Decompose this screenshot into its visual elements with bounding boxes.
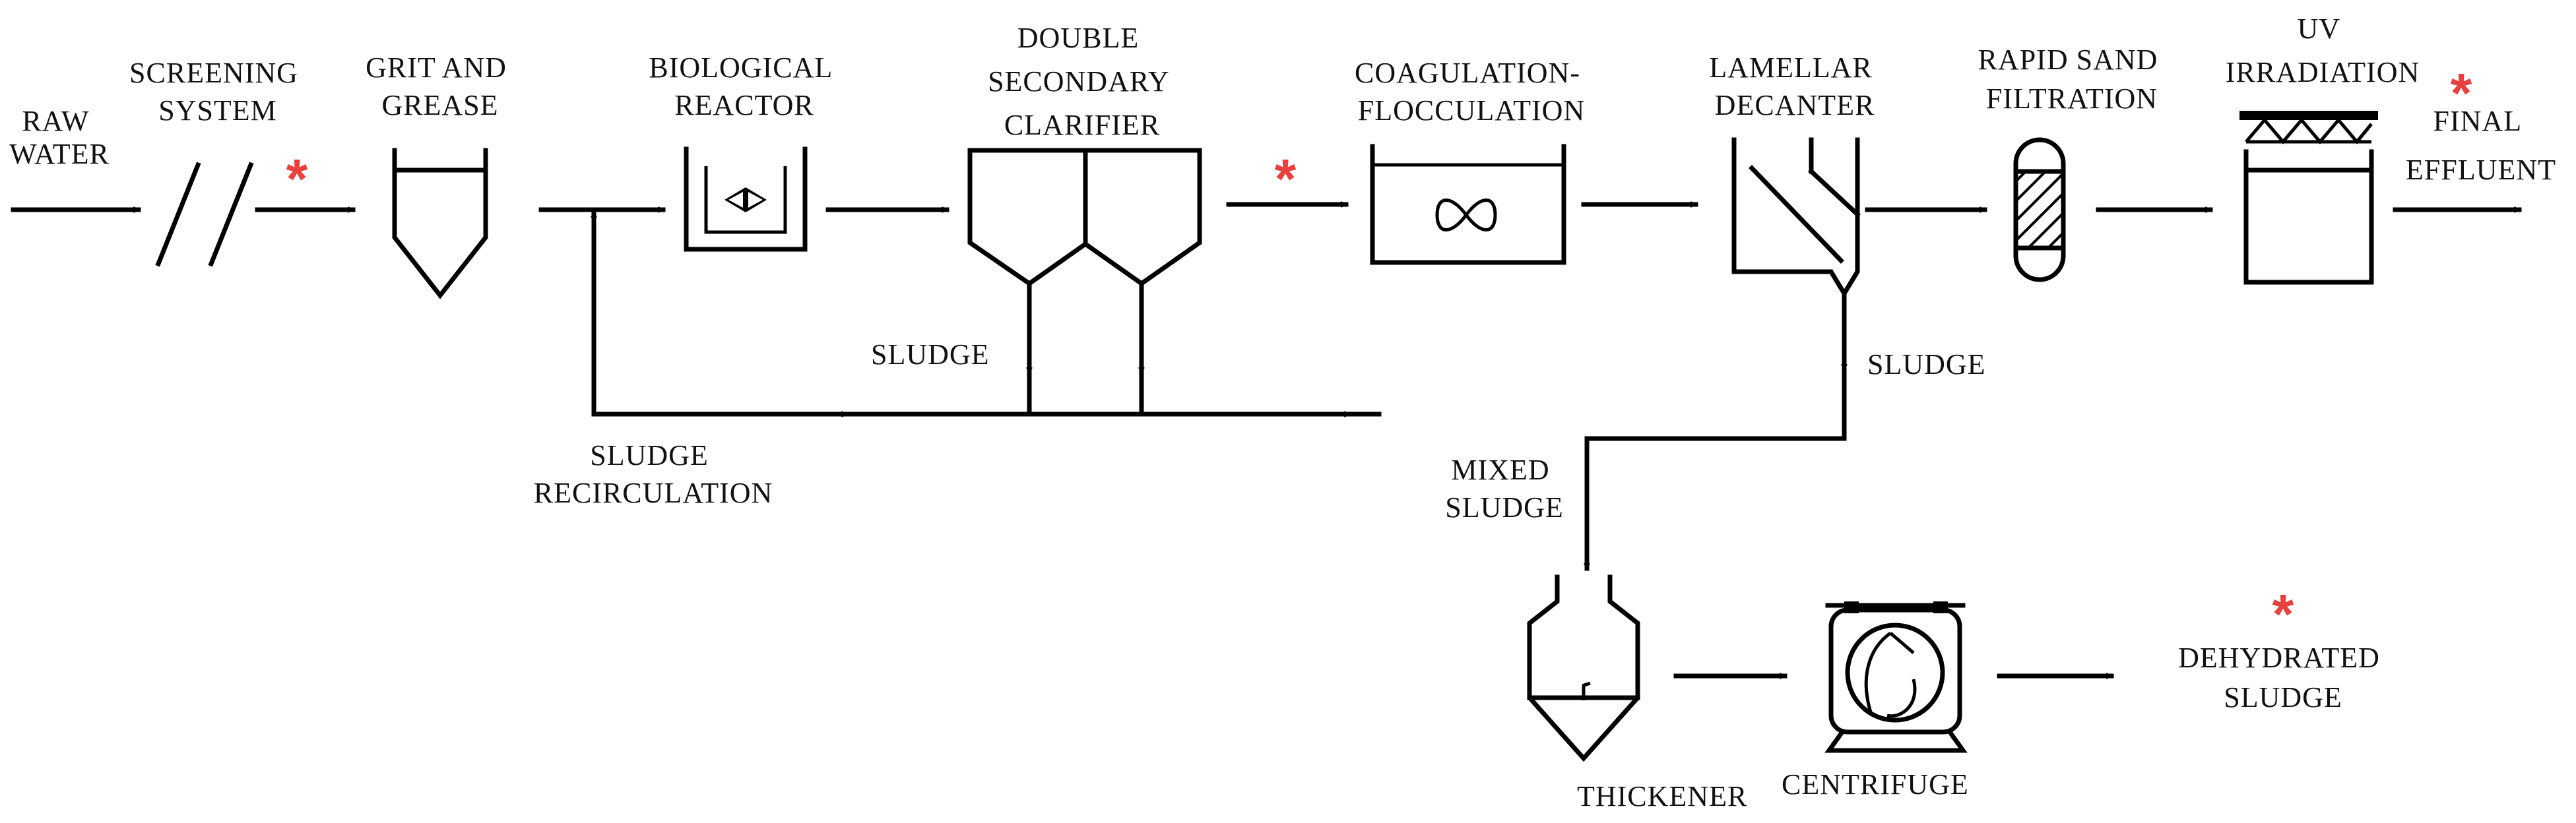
sampling-point-dehydrated-sludge: * <box>2272 583 2294 645</box>
biological-reactor-icon <box>684 146 808 252</box>
label-sludge-recirculation: SLUDGE RECIRCULATION <box>534 439 773 509</box>
label-biological-reactor: BIOLOGICAL REACTOR <box>649 51 839 121</box>
lamellar-decanter-icon <box>1731 137 1861 298</box>
label-grit-and-grease: GRIT AND GREASE <box>366 51 515 121</box>
coagulation-flocculation-tank-icon <box>1370 144 1566 265</box>
label-sludge-decanter: SLUDGE <box>1867 348 1986 381</box>
sampling-point-after-clarifier: * <box>1275 148 1297 210</box>
uv-irradiation-tank-icon <box>2239 111 2378 285</box>
double-secondary-clarifier-icon <box>967 148 1202 362</box>
label-raw-water: RAW WATER <box>9 105 110 170</box>
label-mixed-sludge: MIXED SLUDGE <box>1445 454 1564 524</box>
grit-and-grease-tank-icon <box>392 148 488 299</box>
label-uv-irradiation: UV IRRADIATION <box>2226 13 2420 88</box>
sampling-point-final-effluent: * <box>2451 62 2472 124</box>
label-double-secondary-clarifier: DOUBLE SECONDARY CLARIFIER <box>988 22 1176 141</box>
screening-system-icon <box>155 162 254 267</box>
label-rapid-sand-filtration: RAPID SAND FILTRATION <box>1978 44 2166 115</box>
label-screening-system: SCREENING SYSTEM <box>129 57 306 127</box>
label-lamellar-decanter: LAMELLAR DECANTER <box>1709 51 1881 121</box>
label-centrifuge: CENTRIFUGE <box>1782 768 1969 801</box>
label-thickener: THICKENER <box>1577 780 1747 812</box>
thickener-icon <box>1527 574 1640 762</box>
label-coagulation-flocculation: COAGULATION- FLOCCULATION <box>1355 57 1588 127</box>
sampling-point-after-screening: * <box>286 148 308 210</box>
label-final-effluent: FINAL EFFLUENT <box>2406 105 2556 186</box>
label-dehydrated-sludge: DEHYDRATED SLUDGE <box>2178 642 2388 714</box>
label-sludge-clarifier: SLUDGE <box>871 338 990 371</box>
centrifuge-icon <box>1824 601 1968 753</box>
rapid-sand-filter-icon <box>2013 137 2066 282</box>
